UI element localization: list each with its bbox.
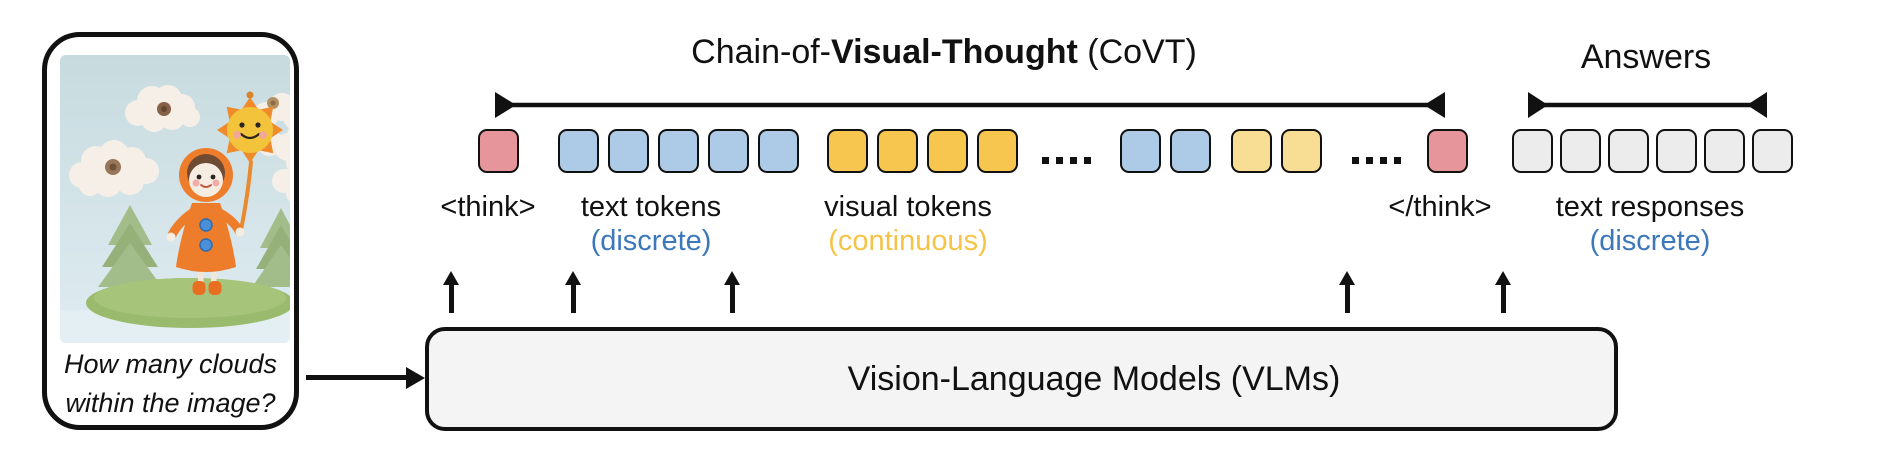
ellipsis-dot [1380, 157, 1387, 164]
think-open-token [478, 129, 519, 173]
ellipsis [1352, 157, 1401, 164]
question-text: How many clouds within the image? [47, 345, 294, 423]
ellipsis-dot [1084, 157, 1091, 164]
sun-stick [239, 160, 253, 232]
vlm-box-label: Vision-Language Models (VLMs) [847, 359, 1341, 398]
answers-span-bracket [1528, 92, 1767, 118]
cloud [125, 85, 200, 132]
up-arrow [449, 284, 454, 313]
text-token-group [1120, 129, 1211, 173]
vlm-box: Vision-Language Models (VLMs) [425, 327, 1618, 431]
answer-token [1560, 129, 1601, 173]
ellipsis-dot [1042, 157, 1049, 164]
ellipsis-dot [1352, 157, 1359, 164]
label-text-responses-sub: (discrete) [1589, 225, 1711, 257]
covt-span-bracket [495, 92, 1445, 118]
up-arrow [1501, 284, 1506, 313]
answers-title: Answers [1580, 38, 1712, 76]
think-open-token-group [478, 129, 519, 173]
sun [217, 91, 283, 163]
ellipsis-dot [1070, 157, 1077, 164]
answer-token [1656, 129, 1697, 173]
label-think-open: <think> [440, 191, 536, 223]
label-text-tokens-line: text tokens [580, 191, 722, 223]
label-text-tokens-sub: (discrete) [590, 225, 712, 257]
question-line-2: within the image? [65, 388, 276, 418]
covt-token-row [478, 129, 1468, 173]
cloud [69, 140, 159, 197]
text-token [608, 129, 649, 173]
think-close-token-group [1427, 129, 1468, 173]
covt-title: Chain-of-Visual-Thought (CoVT) [691, 33, 1197, 72]
up-arrow [730, 284, 735, 313]
answers-token-row [1512, 129, 1793, 173]
visual-token [827, 129, 868, 173]
label-text-tokens: text tokens (discrete) [581, 190, 721, 258]
visual-token-light [1281, 129, 1322, 173]
visual-token [877, 129, 918, 173]
text-token [558, 129, 599, 173]
ellipsis-dot [1056, 157, 1063, 164]
visual-token-light [1231, 129, 1272, 173]
text-token [658, 129, 699, 173]
visual-token-group [827, 129, 1018, 173]
answer-token [1704, 129, 1745, 173]
label-think-close: </think> [1388, 191, 1492, 223]
ellipsis-dot [1394, 157, 1401, 164]
answer-token [1512, 129, 1553, 173]
covt-title-prefix: Chain-of- [691, 33, 832, 71]
tree [252, 208, 290, 287]
ellipsis-dot [1366, 157, 1373, 164]
covt-title-bold: Visual-Thought [831, 33, 1078, 71]
text-token [1170, 129, 1211, 173]
answer-token [1752, 129, 1793, 173]
up-arrow [1345, 284, 1350, 313]
input-arrow [306, 375, 406, 380]
tree [98, 205, 162, 287]
visual-token [927, 129, 968, 173]
text-token [708, 129, 749, 173]
visual-token-light-group [1231, 129, 1322, 173]
answer-token-group [1512, 129, 1793, 173]
text-token-group [558, 129, 799, 173]
label-text-responses-line: text responses [1555, 191, 1745, 223]
label-text-responses: text responses (discrete) [1556, 190, 1745, 258]
label-visual-tokens-line: visual tokens [824, 191, 992, 223]
label-visual-tokens-sub: (continuous) [828, 225, 988, 257]
label-visual-tokens: visual tokens (continuous) [824, 190, 992, 258]
text-token [1120, 129, 1161, 173]
text-token [758, 129, 799, 173]
input-image [60, 55, 290, 343]
answer-token [1608, 129, 1649, 173]
up-arrow [571, 284, 576, 313]
input-panel: How many clouds within the image? [42, 32, 299, 430]
covt-title-suffix: (CoVT) [1077, 33, 1197, 71]
ellipsis [1042, 157, 1091, 164]
think-close-token [1427, 129, 1468, 173]
doll [166, 148, 245, 295]
visual-token [977, 129, 1018, 173]
question-line-1: How many clouds [63, 349, 278, 379]
